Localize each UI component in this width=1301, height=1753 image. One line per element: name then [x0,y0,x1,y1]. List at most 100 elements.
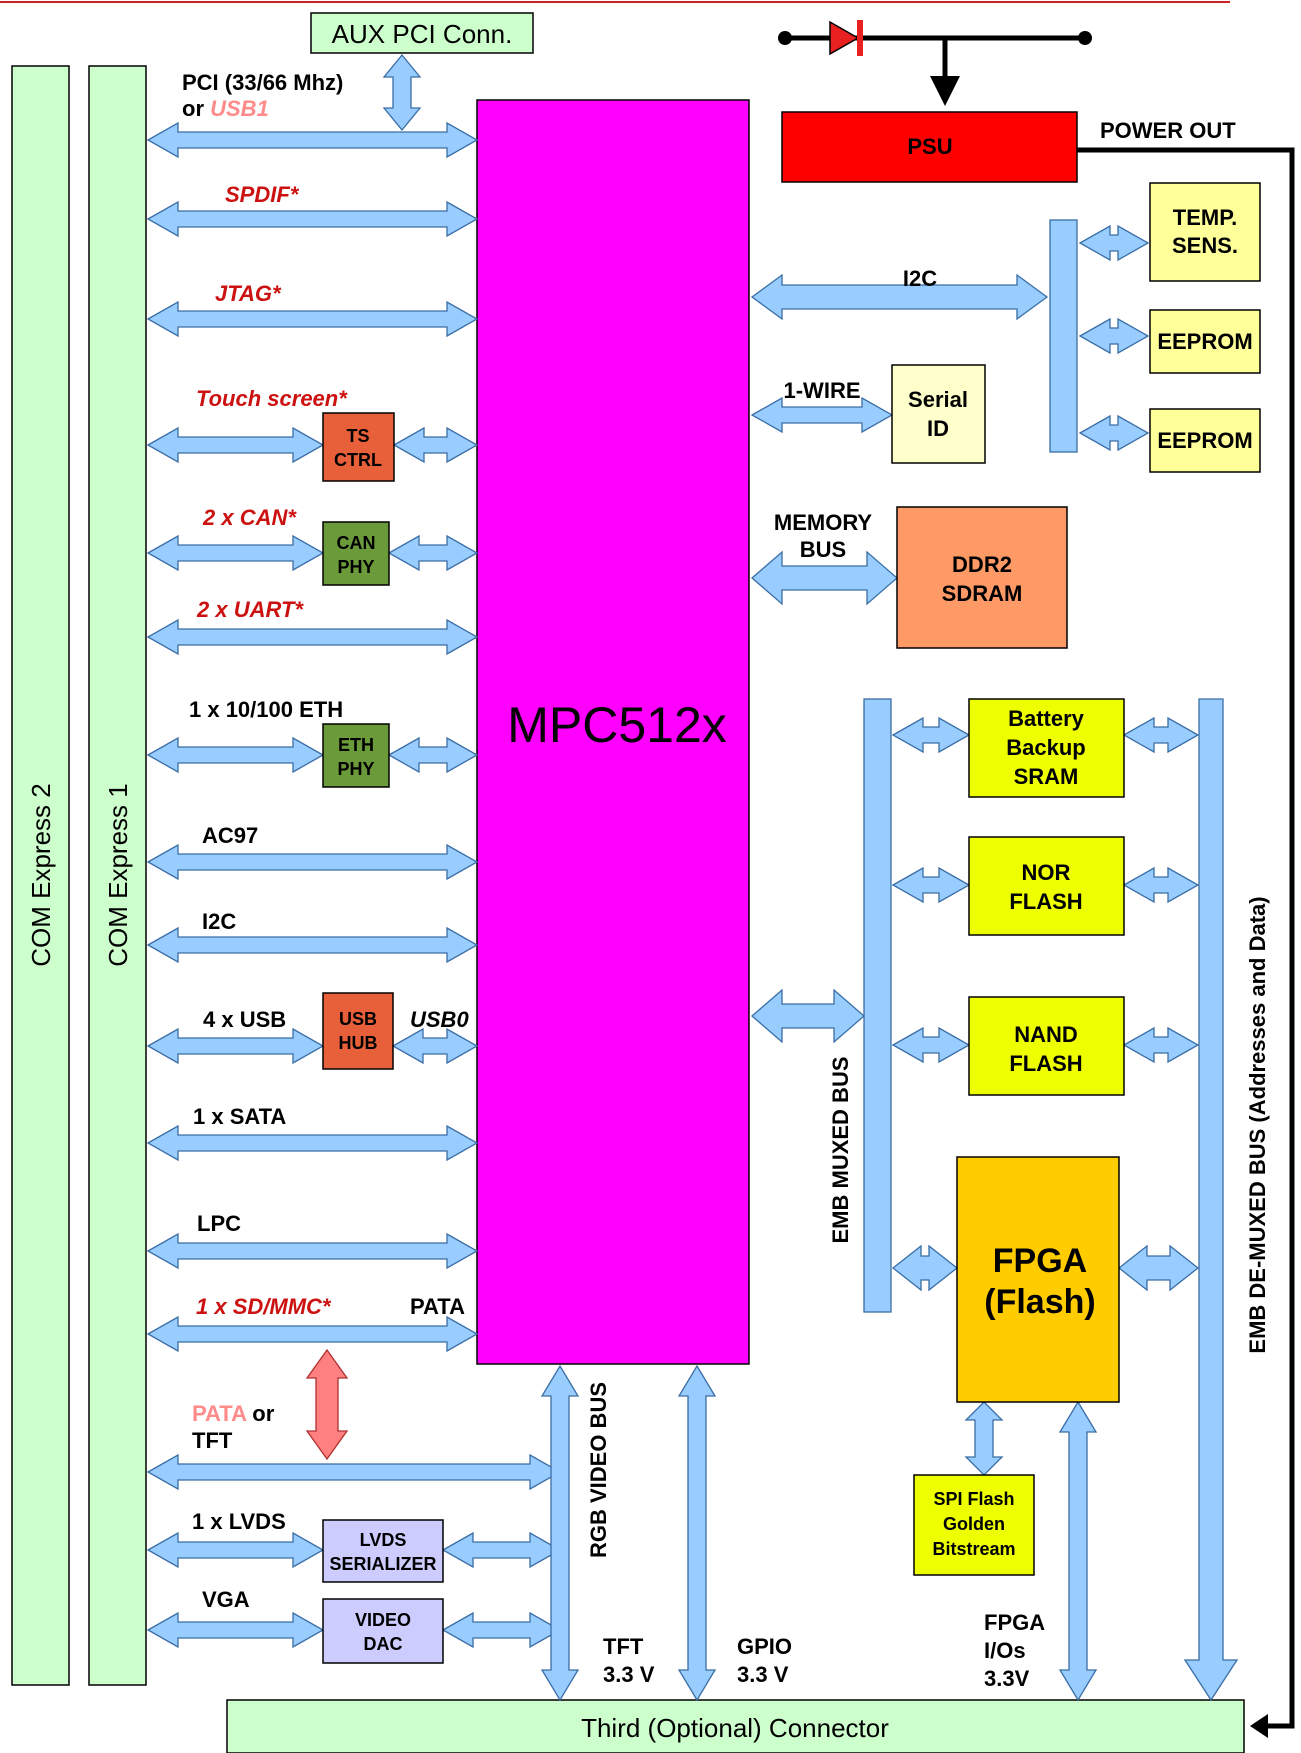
com-express-1-label: COM Express 1 [103,783,133,967]
temp-sens-arrow [1078,224,1150,262]
serial-id-label-1: Serial [908,387,968,412]
third-connector-label: Third (Optional) Connector [581,1713,889,1743]
mux-sram-arrow [891,716,971,754]
usb-hub-label-1: USB [339,1009,377,1029]
usb-hub-label-2: HUB [339,1033,378,1053]
sata-arrow [146,1124,479,1162]
power-out-arrowhead [1250,1714,1268,1738]
pci-label: PCI (33/66 Mhz) [182,70,343,95]
can-arrow [146,534,325,572]
nor-flash-block [968,836,1125,936]
demux-fpga-arrow [1117,1244,1200,1292]
nand-flash-block [968,996,1125,1096]
battery-sram-label-2: Backup [1006,735,1085,760]
emb-muxed-bus-label: EMB MUXED BUS [828,1056,853,1243]
lpc-arrow [146,1232,479,1270]
pata-label: PATA [410,1294,465,1319]
temp-sensor-block [1149,182,1261,282]
aux-pci-label: AUX PCI Conn. [332,19,513,49]
jtag-label: JTAG* [215,281,282,306]
ts-ctrl-label-2: CTRL [334,450,382,470]
tft-33-label-2: 3.3 V [603,1662,655,1687]
bus-arrows [146,53,1239,1702]
pata-or-label: PATA or [192,1401,275,1426]
ac97-arrow [146,843,479,881]
rgb-video-bus-arrow [540,1364,580,1702]
video-dac-block [322,1598,444,1664]
tft-left-label: TFT [192,1428,233,1453]
pata-arrow [305,1348,349,1461]
one-wire-arrow [750,396,894,434]
ddr2-label-1: DDR2 [952,552,1012,577]
com-express-2-label: COM Express 2 [26,783,56,967]
lpc-label: LPC [197,1211,241,1236]
emb-demuxed-bus-arrow [1183,698,1239,1702]
spi-fpga-arrow [964,1401,1004,1476]
mux-nand-arrow [891,1026,971,1064]
usb4-arrow [146,1027,325,1065]
gpio-bus-arrow [677,1364,717,1702]
serial-id-label-2: ID [927,416,949,441]
fpga-ios-label-1: FPGA [984,1610,1045,1635]
fpga-block [956,1156,1120,1403]
temp-sensor-label-1: TEMP. [1173,205,1237,230]
sdmmc-arrow [146,1315,479,1353]
ddr2-block [896,506,1068,649]
i2c-right-label: I2C [903,266,937,291]
cpu-block [476,99,750,1365]
spdif-label: SPDIF* [225,182,300,207]
power-out-label: POWER OUT [1100,118,1236,143]
temp-sensor-label-2: SENS. [1172,233,1238,258]
battery-sram-label-3: SRAM [1014,764,1079,789]
ts-ctrl-cpu-arrow [392,426,479,464]
fpga-ios-label-2: I/Os [984,1638,1026,1663]
sata-label: 1 x SATA [193,1104,286,1129]
fpga-ios-label-3: 3.3V [984,1666,1030,1691]
lvds-arrow [146,1531,325,1569]
cpu-label: MPC512x [507,697,727,753]
ddr2-label-2: SDRAM [942,581,1023,606]
spi-flash-label-2: Golden [943,1514,1005,1534]
lvds-serializer-label-1: LVDS [360,1530,407,1550]
mux-nor-arrow [891,866,971,904]
emb-muxed-bus-bar [863,698,892,1313]
power-input-dot-left [778,31,792,45]
can-phy-cpu-arrow [387,534,479,572]
eeprom-1-arrow [1078,317,1150,355]
memory-bus-label-2: BUS [800,537,846,562]
can-phy-label-2: PHY [337,557,374,577]
can-phy-label-1: CAN [337,533,376,553]
nor-flash-label-2: FLASH [1009,889,1082,914]
demux-nand-arrow [1122,1026,1200,1064]
psu-label: PSU [907,134,952,159]
usb4-label: 4 x USB [203,1007,286,1032]
emb-demuxed-bus-label: EMB DE-MUXED BUS (Addresses and Data) [1245,896,1270,1353]
pci-arrow [146,121,479,159]
eeprom-2-label: EEPROM [1157,428,1252,453]
ac97-label: AC97 [202,823,258,848]
power-out-line [1077,147,1295,1729]
lvds-ser-arrow [441,1531,562,1569]
can-label: 2 x CAN* [202,505,297,530]
mux-fpga-arrow [891,1244,959,1292]
memory-bus-label-1: MEMORY [774,510,873,535]
eth-arrow [146,736,325,774]
eeprom-2-arrow [1078,414,1150,452]
demux-sram-arrow [1122,716,1200,754]
tft-33-label-1: TFT [603,1634,644,1659]
nor-flash-label-1: NOR [1022,860,1071,885]
spdif-arrow [146,200,479,238]
battery-sram-block [968,698,1125,798]
touch-label: Touch screen* [196,386,348,411]
third-connector [226,1699,1245,1753]
aux-pci-arrow [382,53,422,132]
uart-label: 2 x UART* [196,597,304,622]
nand-flash-label-2: FLASH [1009,1051,1082,1076]
eth-phy-block [322,723,390,788]
can-phy-block [322,521,390,586]
serial-id-block [891,364,986,464]
i2c-left-arrow [146,926,479,964]
uart-arrow [146,618,479,656]
gpio-33-label-2: 3.3 V [737,1662,789,1687]
psu-block [781,111,1078,183]
